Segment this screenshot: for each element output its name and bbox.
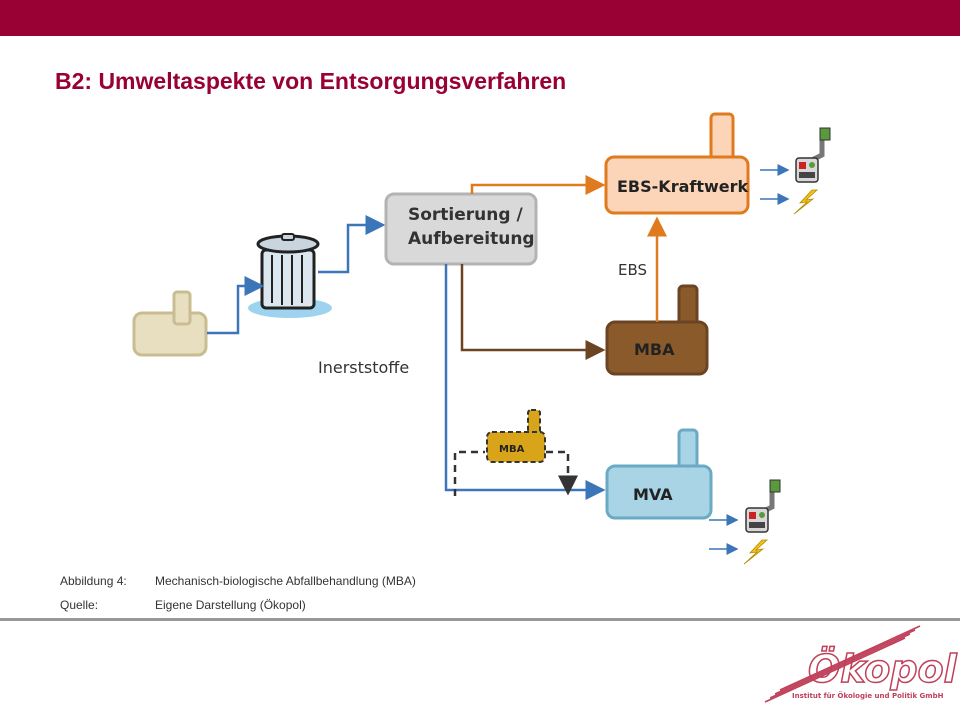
flow-arrow-source-to-trash — [207, 276, 265, 335]
trash-can-icon — [248, 233, 332, 318]
mba-small-label: MBA — [499, 444, 525, 455]
mba-label: MBA — [634, 340, 675, 359]
mva-box: MVA — [605, 428, 713, 520]
dashed-bypass-right — [546, 450, 578, 496]
mba-small-box: MBA — [486, 409, 546, 463]
source-factory-icon — [132, 290, 208, 357]
footer-divider — [0, 618, 960, 621]
page-title: B2: Umweltaspekte von Entsorgungsverfahr… — [55, 68, 567, 94]
top-brand-bar — [0, 0, 960, 36]
flow-arrow-sorting-to-mba — [460, 264, 606, 360]
sorting-label-line2: Aufbereitung — [408, 229, 535, 249]
ebs-flow-label: EBS — [618, 261, 647, 279]
caption-figure-key: Abbildung 4: — [60, 574, 127, 588]
sorting-label-line1: Sortierung / — [408, 205, 523, 225]
caption-source-value: Eigene Darstellung (Ökopol) — [155, 598, 306, 612]
caption-source-key: Quelle: — [60, 598, 99, 612]
flow-arrow-sorting-to-ebs-kraftwerk — [470, 175, 606, 195]
mba-box: MBA — [605, 284, 709, 376]
ebs-kraftwerk-box: EBS-Kraftwerk — [604, 112, 750, 215]
inertstoffe-label: Inerststoffe — [318, 358, 409, 377]
logo-wordmark: Ökopol — [808, 647, 958, 691]
mva-label: MVA — [633, 485, 673, 504]
lightning-icon-ebs — [793, 189, 819, 215]
logo-subtitle: Institut für Ökologie und Politik GmbH — [792, 691, 944, 700]
lightning-icon-mva — [743, 539, 769, 565]
boiler-icon-ebs — [795, 127, 831, 183]
caption-figure-value: Mechanisch-biologische Abfallbehandlung … — [155, 574, 416, 588]
sorting-box: Sortierung / Aufbereitung — [384, 192, 538, 266]
ebs-kraftwerk-label: EBS-Kraftwerk — [617, 177, 749, 196]
flow-arrow-sorting-to-mva — [444, 264, 606, 500]
boiler-icon-mva — [745, 479, 781, 533]
flow-arrow-trash-to-sorting — [318, 215, 386, 274]
dashed-bypass-left — [453, 450, 485, 496]
flow-diagram: Sortierung / Aufbereitung EBS-Kraftwerk … — [132, 112, 831, 565]
